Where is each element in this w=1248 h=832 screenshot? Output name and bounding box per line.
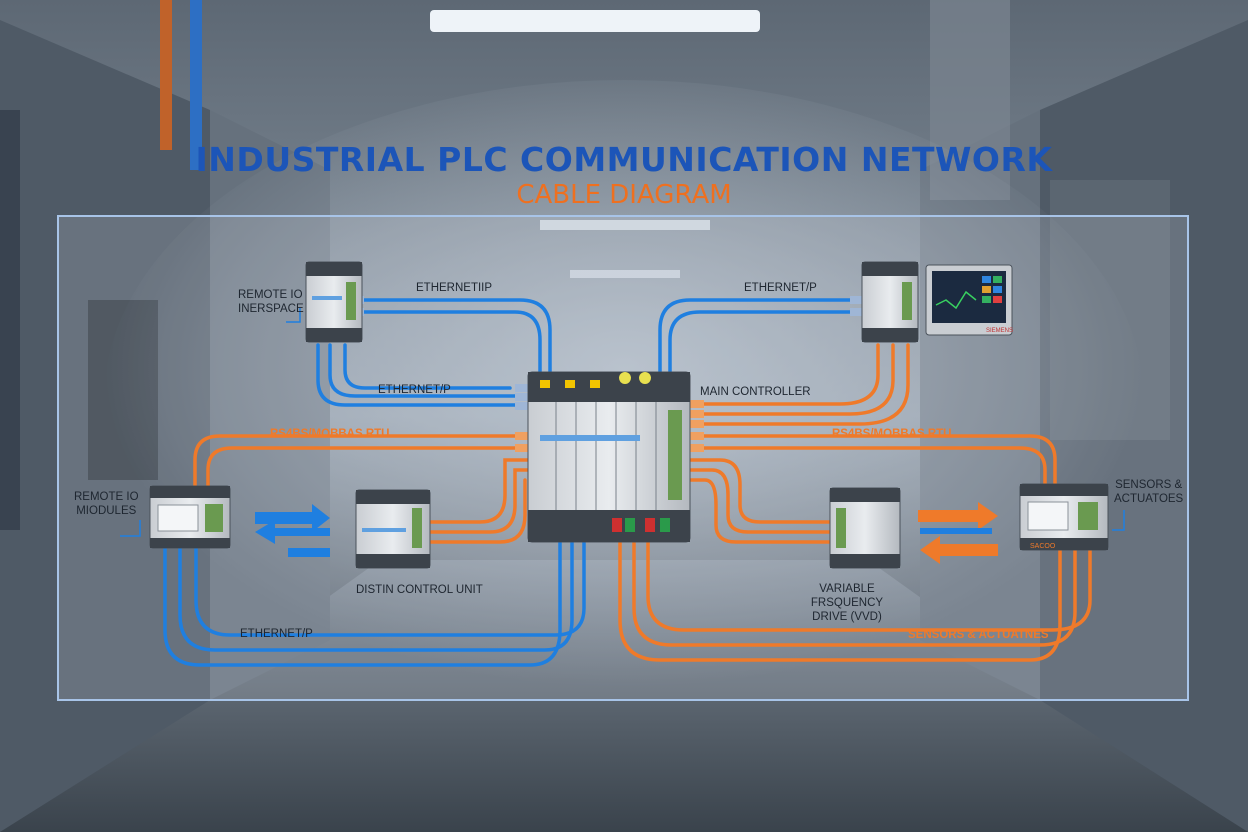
- cable-rs485-left-2: [206, 446, 530, 488]
- label-remote-io-modules: REMOTE IO MIODULES: [74, 490, 139, 518]
- cable-distin-3: [428, 478, 527, 544]
- label-vfd-text: VARIABLE FRSQUENCY DRIVE (VVD): [810, 583, 884, 623]
- label-sensors-right: SENSORS & ACTUATOES: [1114, 478, 1183, 506]
- label-ethernet-top-left: ETHERNETIIP: [416, 282, 493, 294]
- cable-main-top-right-3: [688, 343, 910, 426]
- arrow-left-icon: [920, 536, 998, 564]
- cable-rs485-left-1: [193, 434, 530, 488]
- remote-io-modules-device: [149, 485, 231, 549]
- cable-eth-top-left-1: [360, 298, 552, 380]
- cable-main-top-right-2: [688, 343, 895, 416]
- cable-eth-top-left-2: [360, 310, 542, 380]
- io-brand-logo: SACOO: [1030, 543, 1056, 550]
- cable-eth-top-right-1: [658, 298, 864, 380]
- label-distin-control-unit: DISTIN CONTROL UNIT: [356, 584, 483, 596]
- cable-eth-top-right-2: [668, 310, 864, 380]
- remote-io-right-device: [861, 261, 919, 343]
- serial-cables: [193, 343, 1092, 662]
- page-title: INDUSTRIAL PLC COMMUNICATION NETWORK: [195, 140, 1053, 179]
- arrow-right-icon: [918, 502, 998, 534]
- label-sensors-right-text: SENSORS & ACTUATOES: [1114, 479, 1184, 505]
- label-ethernet-bottom: ETHERNET/P: [240, 628, 313, 640]
- ethernet-cables: [163, 298, 864, 667]
- label-main-controller: MAIN CONTROLLER: [700, 386, 811, 398]
- cable-eth-mid-left-3: [343, 343, 512, 390]
- main-controller-device: [527, 371, 691, 543]
- cable-eth-mid-left-2: [328, 343, 522, 398]
- distin-control-unit-device: [355, 489, 431, 569]
- label-remote-io-interface: REMOTE IO INERSPACE: [238, 288, 304, 316]
- label-ethernet-mid-left: ETHERNET/P: [378, 384, 451, 396]
- label-sensors-bottom: SENSORS & ACTUATNES: [908, 629, 1049, 641]
- label-rs485-right: RS4BS/MOBBAS RTU: [832, 428, 952, 440]
- arrow-right-icon: [255, 504, 330, 532]
- sensors-io-device: [1019, 483, 1109, 551]
- page-subtitle: CABLE DIAGRAM: [516, 180, 732, 210]
- label-remote-io-interface-text: REMOTE IO INERSPACE: [238, 289, 304, 315]
- label-rs485-left: RS4BS/MOBBAS RTU: [270, 428, 390, 440]
- hmi-panel-device: [925, 264, 1013, 336]
- cable-vfd-2: [688, 468, 832, 534]
- cable-eth-mid-left-1: [316, 343, 532, 407]
- cable-rs485-right-2: [688, 446, 1047, 488]
- cable-rs485-right-1: [688, 434, 1057, 488]
- vfd-device: [829, 487, 901, 569]
- cable-eth-bottom-1: [163, 538, 562, 667]
- hmi-brand-logo: SIEMENS: [986, 328, 1013, 334]
- label-vfd: VARIABLE FRSQUENCY DRIVE (VVD): [782, 582, 912, 624]
- arrow-left-icon: [255, 520, 330, 557]
- cable-distin-1: [428, 458, 530, 524]
- remote-io-interface-device: [305, 261, 363, 343]
- cable-sensor-bottom-3: [646, 538, 1092, 632]
- label-ethernet-top-right: ETHERNET/P: [744, 282, 817, 294]
- label-remote-io-modules-text: REMOTE IO MIODULES: [74, 491, 139, 517]
- cable-eth-bottom-3: [194, 538, 586, 637]
- cable-distin-2: [428, 468, 530, 534]
- cable-vfd-3: [688, 478, 832, 544]
- cable-vfd-1: [688, 458, 832, 524]
- cable-main-top-right-1: [688, 343, 880, 406]
